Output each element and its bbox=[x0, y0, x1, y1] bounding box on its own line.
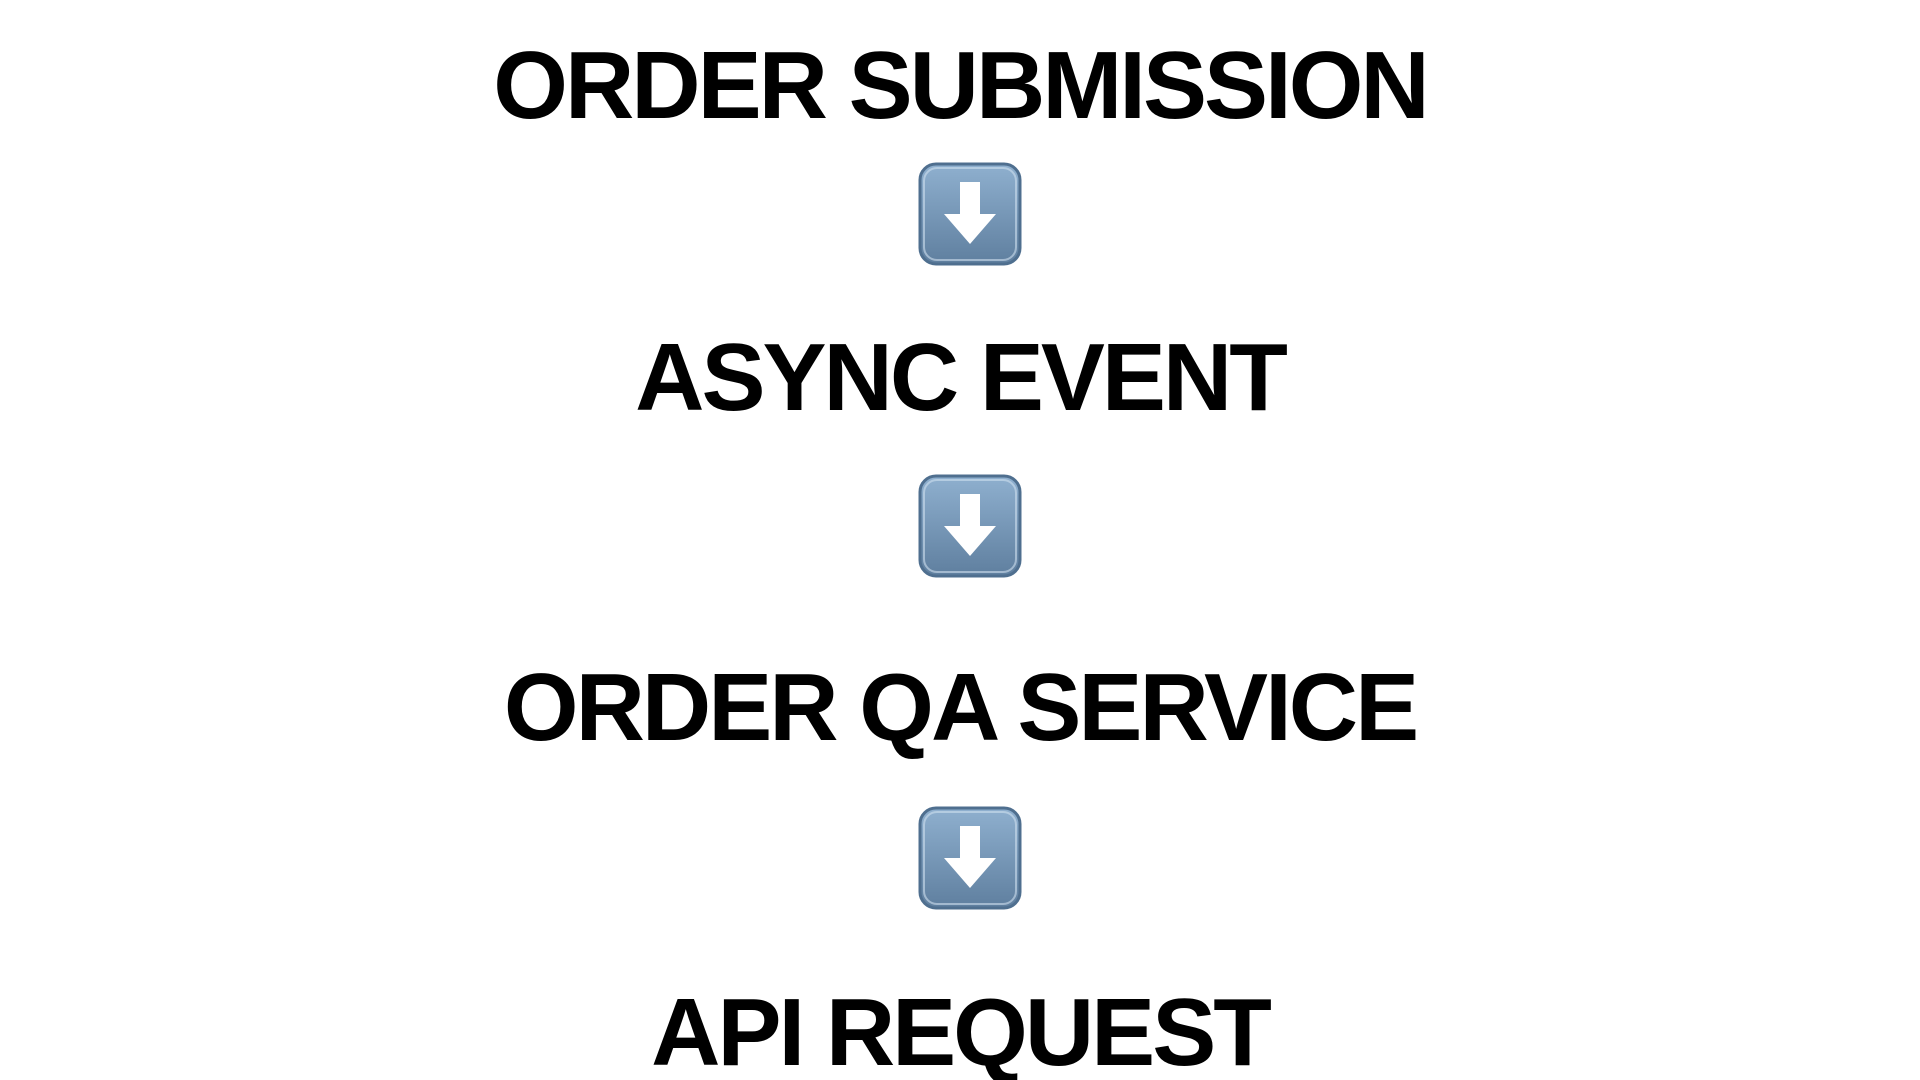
down-arrow-icon bbox=[918, 806, 1022, 910]
down-arrow-icon bbox=[918, 162, 1022, 266]
down-arrow-icon bbox=[918, 474, 1022, 578]
step-api-request: API REQUEST bbox=[651, 979, 1272, 1080]
step-order-submission: ORDER SUBMISSION bbox=[493, 32, 1429, 139]
step-async-event: ASYNC EVENT bbox=[635, 324, 1288, 431]
step-order-qa-service: ORDER QA SERVICE bbox=[503, 654, 1419, 761]
